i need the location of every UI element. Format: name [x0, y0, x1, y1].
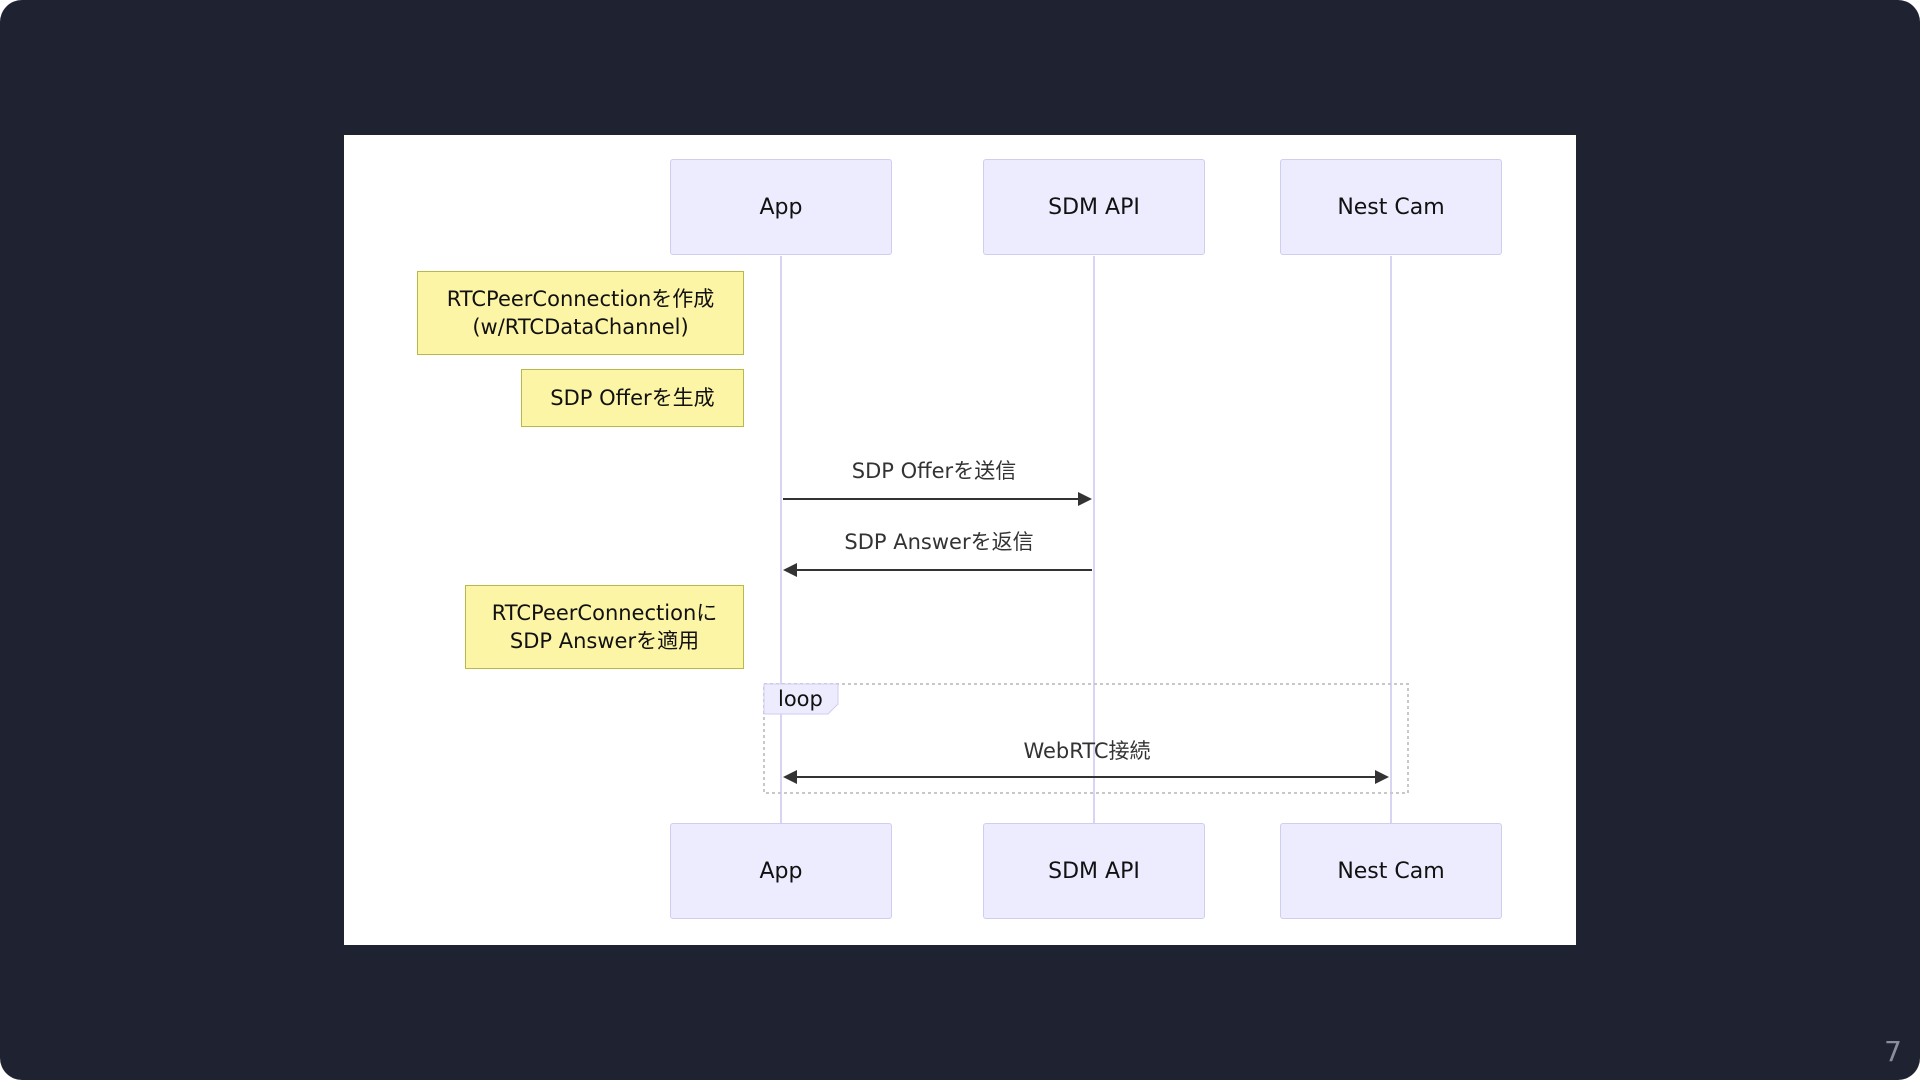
loop-frame: [763, 683, 1409, 794]
diagram-lines: [763, 256, 1409, 823]
loop-label-tab: [763, 683, 839, 715]
actor-sdm-api-bottom: SDM API: [983, 823, 1205, 919]
message-label-webrtc: WebRTC接続: [1023, 739, 1151, 763]
sequence-diagram: App SDM API Nest Cam RTCPeerConnectionを作…: [344, 135, 1576, 945]
message-label-sdp-offer: SDP Offerを送信: [851, 459, 1017, 483]
actor-app-bottom: App: [670, 823, 892, 919]
actor-sdm-api-top: SDM API: [983, 159, 1205, 255]
note-apply-sdp-answer: RTCPeerConnectionに SDP Answerを適用: [465, 585, 744, 669]
actor-nest-cam-top: Nest Cam: [1280, 159, 1502, 255]
note-generate-sdp-offer: SDP Offerを生成: [521, 369, 744, 427]
actor-app-top: App: [670, 159, 892, 255]
note-create-peer-connection: RTCPeerConnectionを作成 (w/RTCDataChannel): [417, 271, 744, 355]
actor-nest-cam-bottom: Nest Cam: [1280, 823, 1502, 919]
message-label-sdp-answer: SDP Answerを返信: [844, 530, 1034, 554]
page-number: 7: [1884, 1035, 1902, 1068]
loop-label: loop: [778, 687, 823, 711]
